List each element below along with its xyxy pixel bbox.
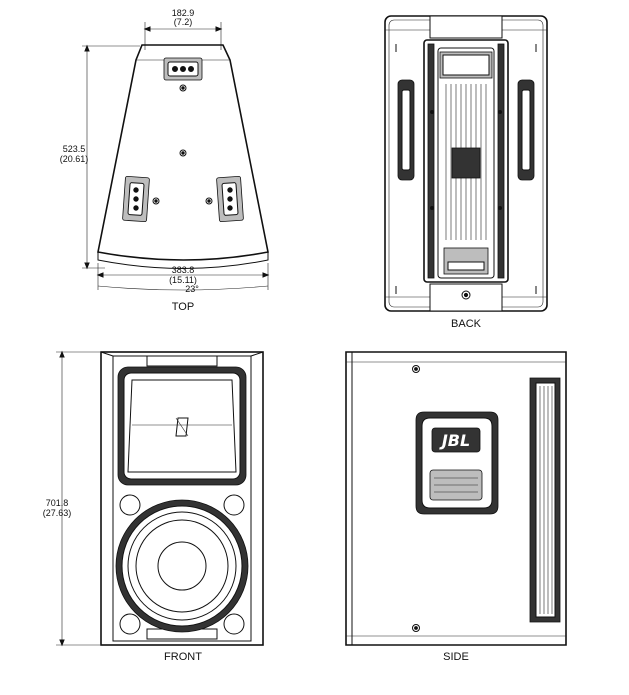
top-width-in: (7.2): [174, 17, 193, 27]
front-view: 701.8 (27.63) FRONT: [43, 350, 264, 663]
front-height-mm: 701.8: [46, 498, 69, 508]
side-view: JBL SIDE: [345, 351, 567, 663]
view-label-back: BACK: [451, 318, 482, 330]
back-view: BACK: [384, 15, 548, 330]
angle-label: 23°: [185, 284, 199, 294]
front-height-in: (27.63): [43, 508, 72, 518]
jbl-logo: JBL: [439, 431, 470, 450]
bottom-width-mm: 383.8: [172, 265, 195, 275]
top-depth-in: (20.61): [60, 154, 89, 164]
bottom-width-in: (15.11): [169, 275, 197, 285]
top-view: 182.9 (7.2) 523.5 (20.61): [60, 8, 270, 313]
view-label-front: FRONT: [164, 651, 202, 663]
view-label-top: TOP: [172, 301, 194, 313]
view-label-side: SIDE: [443, 651, 469, 663]
top-depth-mm: 523.5: [63, 144, 86, 154]
grille-lines: [539, 386, 553, 614]
top-width-mm: 182.9: [172, 8, 195, 18]
